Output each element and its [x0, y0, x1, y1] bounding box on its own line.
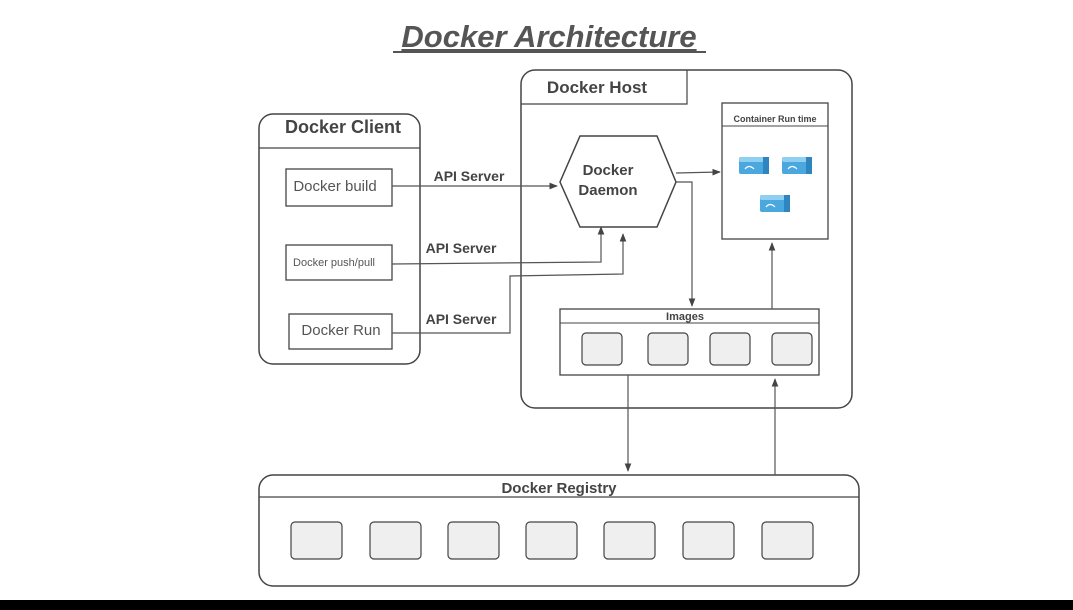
diagram-title: Docker Architecture: [401, 19, 696, 54]
docker-push-pull-label: Docker push/pull: [293, 257, 375, 269]
docker-host-box: Docker Host: [520, 69, 853, 409]
host-image-slot: [647, 332, 689, 366]
docker-daemon: Docker Daemon: [559, 135, 677, 228]
docker-host-title: Docker Host: [547, 78, 647, 97]
docker-client-box: Docker Client Docker build Docker push/p…: [258, 113, 421, 365]
docker-container-icon: [760, 195, 790, 212]
docker-client-title: Docker Client: [285, 117, 401, 137]
docker-registry-box: Docker Registry: [258, 474, 860, 587]
container-runtime-box: Container Run time: [721, 102, 829, 240]
container-runtime-title: Container Run time: [733, 114, 816, 124]
docker-run-box: [288, 313, 393, 350]
registry-image-slot: [603, 521, 656, 560]
daemon-label-line2: Daemon: [578, 182, 637, 199]
docker-container-icon: [739, 157, 769, 174]
registry-image-slot: [525, 521, 578, 560]
api-server-label-build: API Server: [434, 168, 505, 184]
docker-container-icon: [782, 157, 812, 174]
images-box: Images: [559, 308, 820, 376]
images-title: Images: [666, 311, 704, 323]
arrow-daemon-to-runtime: [675, 168, 721, 176]
daemon-label-line1: Docker: [583, 162, 634, 179]
arrow-daemon-to-images: [676, 181, 696, 307]
api-server-label-push-pull: API Server: [426, 240, 497, 256]
docker-build-label: Docker build: [293, 178, 376, 195]
docker-registry-title: Docker Registry: [501, 480, 617, 497]
arrow-push-pull-to-daemon: [391, 226, 605, 265]
docker-push-pull-box: [285, 244, 393, 281]
registry-image-slot: [682, 521, 735, 560]
host-image-slot: [581, 332, 623, 366]
registry-image-slot: [369, 521, 422, 560]
host-image-slot: [771, 332, 813, 366]
docker-build-box: [285, 168, 393, 207]
registry-image-slot: [761, 521, 814, 560]
arrow-run-to-daemon: [392, 233, 627, 334]
host-image-slot: [709, 332, 751, 366]
api-server-label-run: API Server: [426, 311, 497, 327]
registry-image-slot: [447, 521, 500, 560]
registry-image-slot: [290, 521, 343, 560]
bottom-black-bar: [0, 600, 1073, 610]
docker-run-label: Docker Run: [301, 322, 380, 339]
